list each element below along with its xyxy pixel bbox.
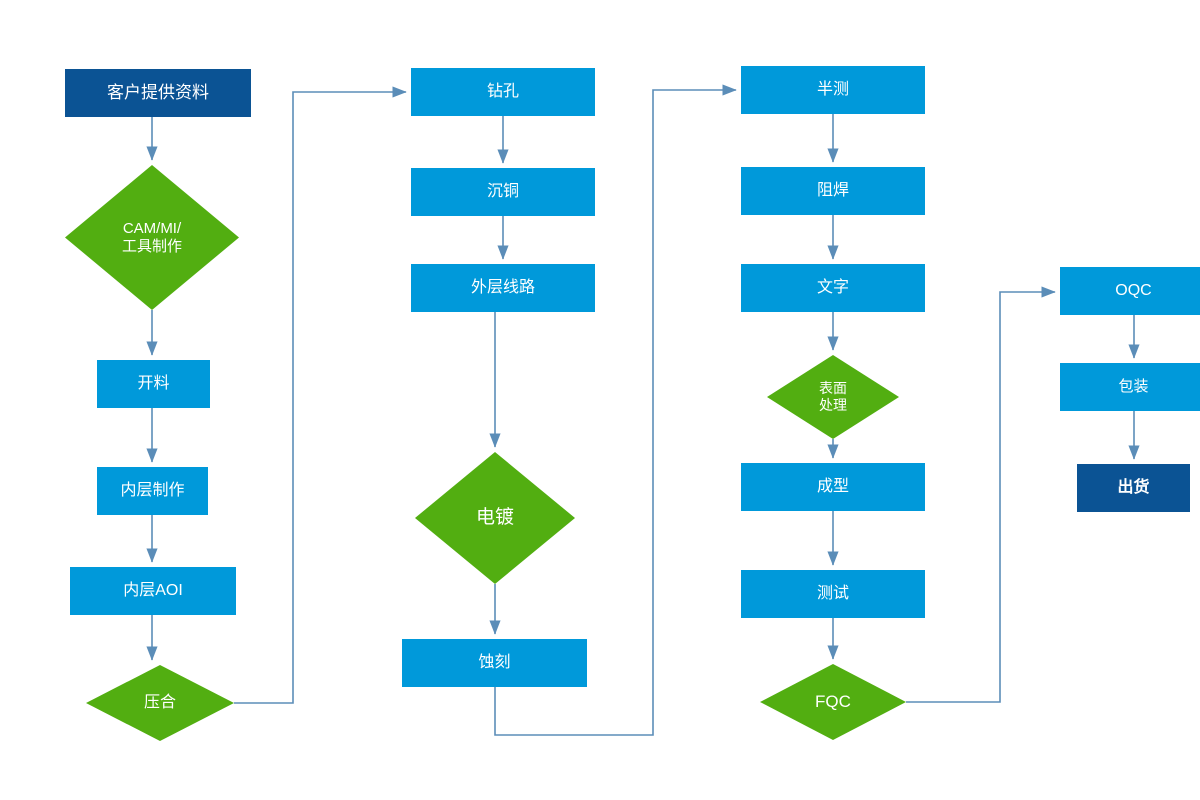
- node-label: 压合: [143, 693, 176, 711]
- node-n7[interactable]: 钻孔: [411, 68, 595, 116]
- node-label: 开料: [137, 374, 170, 392]
- node-label: 客户提供资料: [107, 82, 209, 102]
- node-n3[interactable]: 开料: [97, 360, 210, 408]
- node-label: 电镀: [475, 506, 514, 528]
- node-n4[interactable]: 内层制作: [97, 467, 208, 515]
- node-n21[interactable]: 出货: [1077, 464, 1190, 512]
- diamond-shape: [760, 664, 906, 740]
- node-label: 内层AOI: [123, 581, 183, 599]
- node-label: 内层制作: [120, 481, 185, 499]
- node-label: 表面 处理: [819, 380, 847, 413]
- node-label: FQC: [815, 691, 851, 711]
- node-label: CAM/MI/ 工具制作: [121, 219, 182, 255]
- node-label: 沉铜: [486, 182, 519, 200]
- node-n13[interactable]: 阻焊: [741, 167, 925, 215]
- node-label: OQC: [1115, 281, 1152, 299]
- node-n11[interactable]: 蚀刻: [402, 639, 587, 687]
- node-label: 出货: [1117, 478, 1150, 496]
- node-label: 成型: [816, 477, 849, 495]
- node-n5[interactable]: 内层AOI: [70, 567, 236, 615]
- connector-e18: [906, 286, 1056, 703]
- node-n15[interactable]: 表面 处理: [767, 355, 899, 439]
- node-n9[interactable]: 外层线路: [411, 264, 595, 312]
- node-n6[interactable]: 压合: [86, 665, 234, 741]
- node-n19[interactable]: OQC: [1060, 267, 1200, 315]
- connector-e6: [234, 86, 407, 704]
- node-n16[interactable]: 成型: [741, 463, 925, 511]
- node-n2[interactable]: CAM/MI/ 工具制作: [65, 165, 239, 310]
- node-label: 半测: [816, 80, 849, 98]
- node-n14[interactable]: 文字: [741, 264, 925, 312]
- node-label: 文字: [816, 278, 849, 296]
- diamond-shape: [65, 165, 239, 310]
- node-n12[interactable]: 半测: [741, 66, 925, 114]
- node-n17[interactable]: 测试: [741, 570, 925, 618]
- node-n10[interactable]: 电镀: [415, 452, 575, 584]
- diamond-shape: [767, 355, 899, 439]
- node-label: 包装: [1118, 378, 1149, 396]
- node-label: 蚀刻: [478, 653, 511, 671]
- node-n18[interactable]: FQC: [760, 664, 906, 740]
- node-n1[interactable]: 客户提供资料: [65, 69, 251, 117]
- node-label: 测试: [816, 584, 849, 602]
- node-n8[interactable]: 沉铜: [411, 168, 595, 216]
- node-label: 阻焊: [816, 181, 849, 199]
- diamond-shape: [86, 665, 234, 741]
- node-label: 外层线路: [470, 278, 535, 296]
- node-label: 钻孔: [486, 82, 519, 100]
- node-n20[interactable]: 包装: [1060, 363, 1200, 411]
